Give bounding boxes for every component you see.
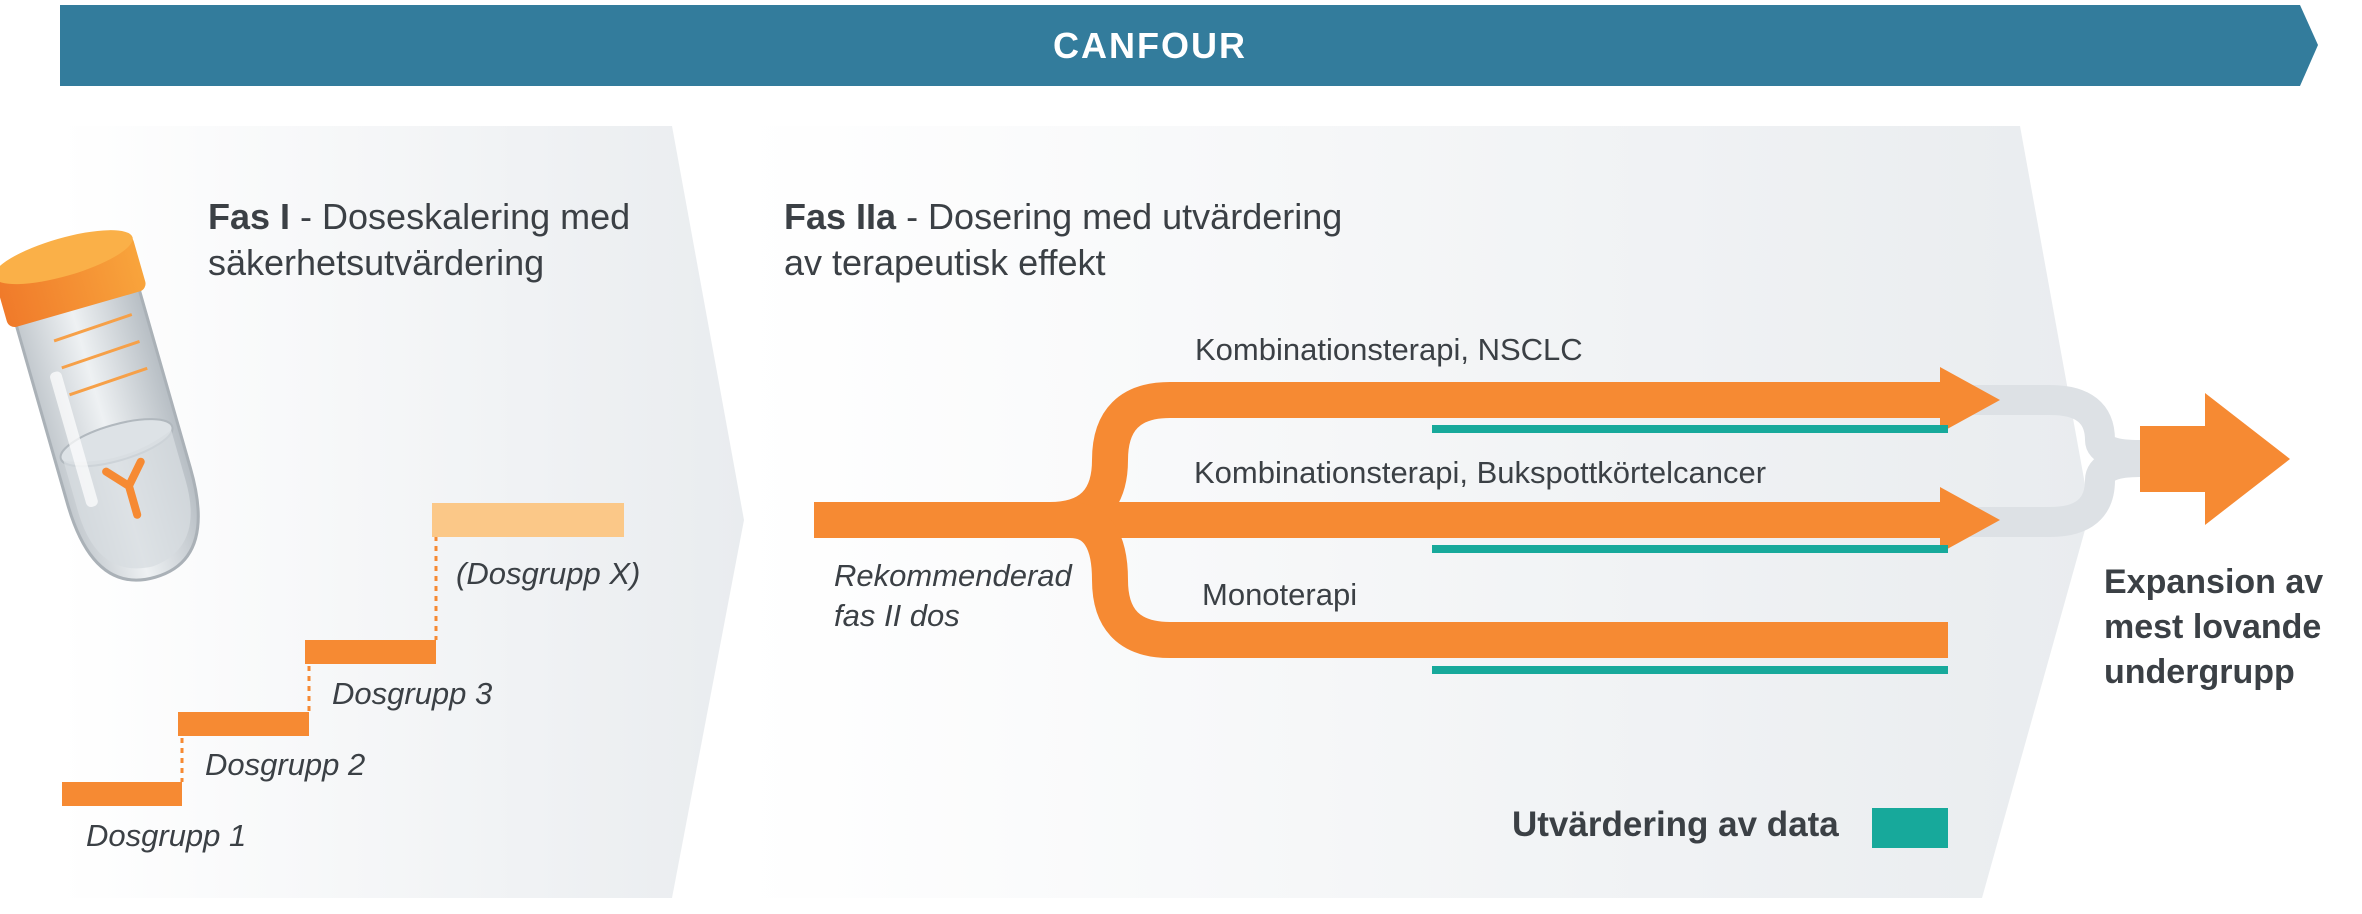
branch-flow bbox=[814, 382, 1948, 658]
start-dose-line2: fas II dos bbox=[834, 598, 960, 633]
expansion-line3: undergrupp bbox=[2104, 653, 2295, 691]
phase1-title-bold: Fas I bbox=[208, 196, 291, 237]
phase1-panel bbox=[60, 126, 744, 898]
phase2-title-line1: - Dosering med utvärdering bbox=[896, 196, 1343, 237]
step-bar-2 bbox=[178, 712, 309, 736]
test-tube-icon bbox=[0, 230, 200, 582]
banner-title: CANFOUR bbox=[1053, 25, 1247, 66]
expansion-line1: Expansion av bbox=[2104, 563, 2324, 601]
branch-arrowhead-1 bbox=[1940, 367, 2000, 433]
step-bar-x bbox=[432, 503, 624, 537]
branch-label-2: Kombinationsterapi, Bukspottkörtelcancer bbox=[1194, 455, 1767, 490]
step-bar-1 bbox=[62, 782, 182, 806]
expansion-line2: mest lovande bbox=[2104, 608, 2322, 646]
phase2-title-line2: av terapeutisk effekt bbox=[784, 242, 1106, 283]
evaluation-bar-1 bbox=[1432, 425, 1948, 433]
phase2-title: Fas IIa - Dosering med utvärdering av te… bbox=[784, 194, 1342, 286]
phase1-title-line1: - Doseskalering med bbox=[290, 196, 631, 237]
start-dose-label: Rekommenderad fas II dos bbox=[834, 556, 1072, 636]
branch-label-1: Kombinationsterapi, NSCLC bbox=[1195, 332, 1583, 367]
expansion-arrow bbox=[2140, 393, 2290, 525]
evaluation-bar-2 bbox=[1432, 545, 1948, 553]
legend-label: Utvärdering av data bbox=[1512, 805, 1839, 844]
step-bar-3 bbox=[305, 640, 436, 664]
branch-label-3: Monoterapi bbox=[1202, 577, 1358, 612]
phase1-title-line2: säkerhetsutvärdering bbox=[208, 242, 545, 283]
phase2-title-bold: Fas IIa bbox=[784, 196, 897, 237]
legend-swatch bbox=[1872, 808, 1948, 848]
step-label-2: Dosgrupp 2 bbox=[205, 747, 366, 782]
branch-arrowhead-2 bbox=[1940, 487, 2000, 553]
banner-bar bbox=[60, 5, 2318, 86]
evaluation-bar-3 bbox=[1432, 666, 1948, 674]
phase1-title: Fas I - Doseskalering med säkerhetsutvär… bbox=[208, 194, 630, 286]
step-label-1: Dosgrupp 1 bbox=[86, 818, 247, 853]
step-label-x: (Dosgrupp X) bbox=[456, 556, 641, 591]
start-dose-line1: Rekommenderad bbox=[834, 558, 1072, 593]
expansion-label: Expansion av mest lovande undergrupp bbox=[2104, 560, 2323, 695]
connector-middle bbox=[1970, 447, 2141, 537]
step-label-3: Dosgrupp 3 bbox=[332, 676, 493, 711]
